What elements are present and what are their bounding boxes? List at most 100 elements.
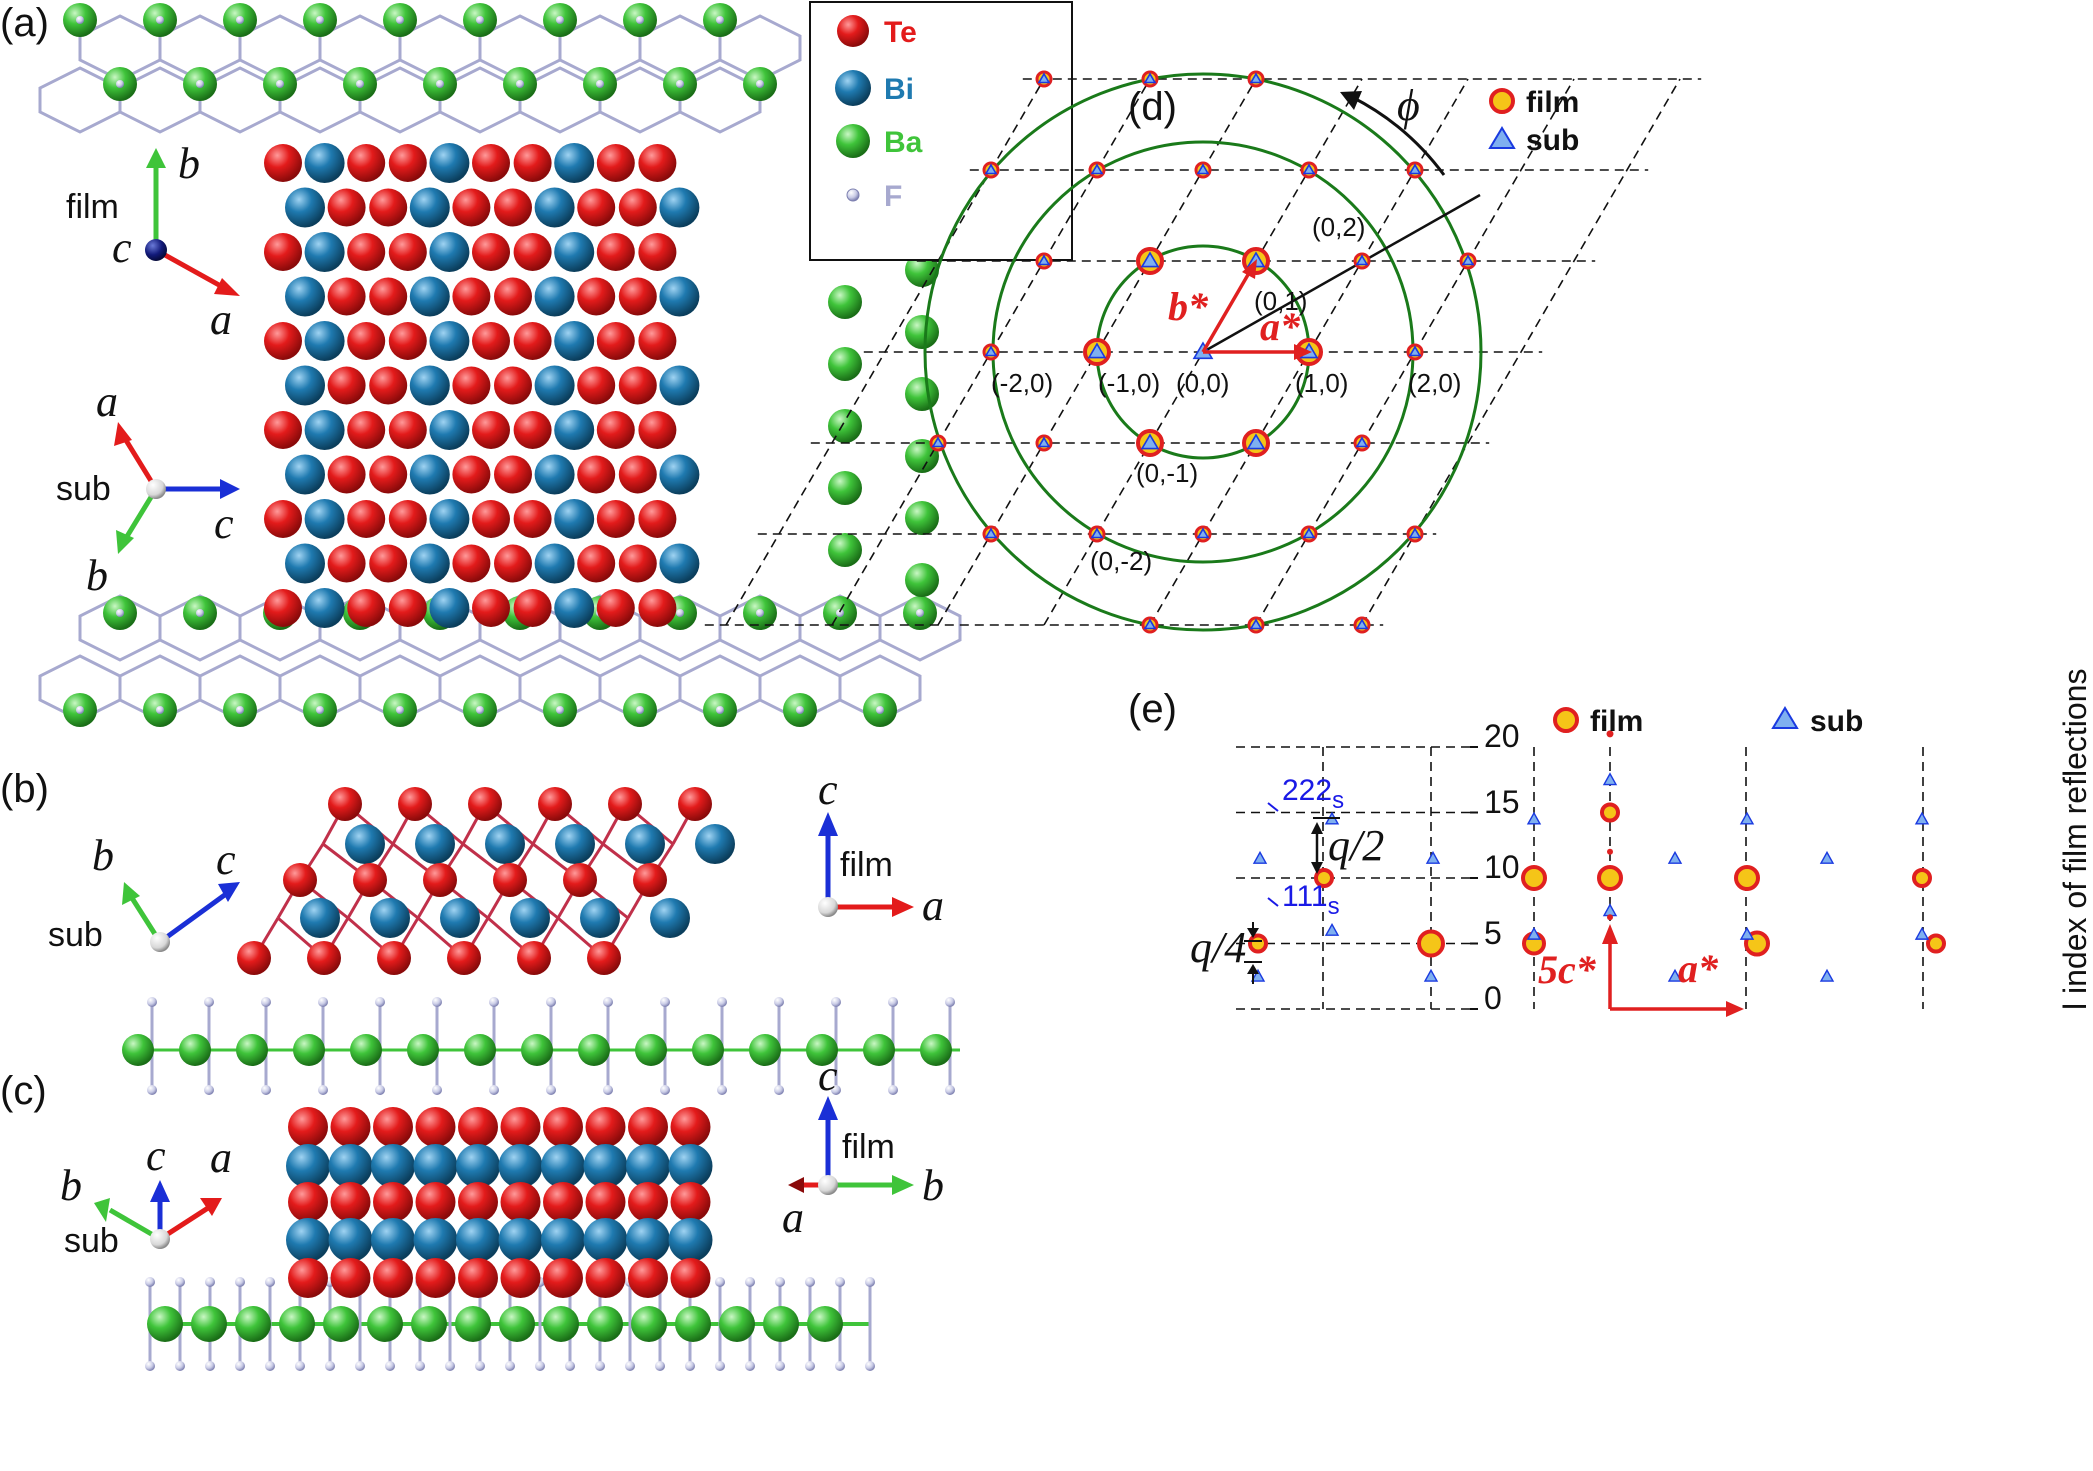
te-atom <box>472 233 510 271</box>
sub-reflection <box>1249 72 1263 84</box>
bi-atom <box>328 1144 373 1188</box>
te-atom <box>330 1258 371 1298</box>
panel-b: (b) b c sub c film a <box>0 765 960 1095</box>
f-atom <box>716 16 724 24</box>
sub-reflection <box>1408 527 1422 539</box>
ba-atom <box>122 1034 154 1066</box>
te-atom <box>369 277 408 316</box>
legend-e-sub: sub <box>1810 705 1863 738</box>
te-atom <box>347 144 386 182</box>
te-atom <box>596 322 635 360</box>
te-atom <box>577 277 616 316</box>
ba-atom <box>631 1306 667 1342</box>
bi-atom <box>304 143 345 183</box>
rod-grid <box>1236 746 1924 1010</box>
hkl-2-0: (2,0) <box>1408 368 1461 398</box>
te-atom <box>328 787 362 821</box>
film-reflection <box>1248 933 1268 954</box>
te-atom <box>327 366 366 405</box>
film-reflection <box>1521 865 1547 891</box>
te-atom <box>264 233 302 271</box>
te-atom <box>423 863 457 897</box>
te-atom <box>513 144 552 182</box>
te-atom <box>513 500 552 538</box>
ba-atom <box>350 1034 382 1066</box>
bi-atom <box>304 321 345 361</box>
te-atom <box>452 277 491 316</box>
bi-atom <box>285 365 325 406</box>
te-atom <box>353 863 387 897</box>
ba-atom <box>367 1306 403 1342</box>
ytick-15: 15 <box>1484 784 1520 820</box>
te-atom <box>500 1182 541 1222</box>
sub-reflection <box>1355 436 1369 448</box>
bi-atom <box>583 1218 628 1262</box>
te-atom <box>415 1182 456 1222</box>
bi-atom <box>485 824 525 864</box>
te-atom <box>513 322 552 360</box>
film-reflection <box>1912 868 1932 888</box>
te-atom <box>264 322 302 360</box>
f-atom <box>76 16 84 24</box>
f-atom <box>318 997 328 1007</box>
ba-atom <box>179 1034 211 1066</box>
sub-reflection <box>1667 850 1683 864</box>
f-atom <box>236 16 244 24</box>
f-atom <box>145 1361 155 1371</box>
sub-axes-c: b c a sub <box>60 1131 232 1260</box>
te-atom <box>468 787 502 821</box>
bi-atom <box>534 454 575 495</box>
te-atom <box>458 1258 498 1298</box>
bi-atom <box>286 1144 330 1188</box>
ba-atom <box>905 315 939 349</box>
f-atom <box>865 1361 875 1371</box>
bi-atom <box>554 321 595 361</box>
q-half-label: q/2 <box>1328 821 1384 870</box>
bi-atom <box>583 1144 628 1188</box>
te-atom <box>447 941 481 975</box>
sub-reflection <box>1526 811 1542 825</box>
te-atom <box>388 589 427 627</box>
f-atom <box>556 706 564 714</box>
sub-c-label-a: c <box>214 499 234 548</box>
f-atom <box>756 80 764 88</box>
f-atom <box>436 80 444 88</box>
ba-atom <box>235 1306 271 1342</box>
te-atom <box>415 1107 456 1147</box>
film-reflection <box>1600 802 1620 823</box>
film-label-b: film <box>840 846 893 884</box>
te-atom <box>543 1258 583 1298</box>
ba-atom <box>828 347 862 381</box>
te-atom <box>327 277 366 316</box>
bi-atom <box>554 410 595 450</box>
te-atom <box>513 233 552 271</box>
sub-reflection <box>1423 968 1439 982</box>
sub-label-b: sub <box>48 916 103 954</box>
f-atom <box>805 1361 815 1371</box>
sub-a-label-c: a <box>210 1133 232 1182</box>
sub-reflection <box>1250 968 1266 982</box>
te-atom <box>543 1107 583 1147</box>
sub-reflection <box>1246 433 1266 450</box>
sub-111-label: 111s <box>1282 880 1340 920</box>
bi-atom <box>440 898 480 938</box>
bi-atom <box>413 1144 458 1188</box>
sub-reflection <box>1819 968 1835 982</box>
c-star-label-e: 5c* <box>1538 947 1597 992</box>
f-atom <box>676 609 684 617</box>
bi-atom <box>285 543 325 584</box>
bi-atom <box>554 143 595 183</box>
te-atom <box>500 1258 541 1298</box>
bi-atom <box>541 1144 585 1188</box>
sub-b-label-c: b <box>60 1161 82 1210</box>
f-atom <box>831 1085 841 1095</box>
f-atom <box>375 1085 385 1095</box>
te-atom <box>347 233 386 271</box>
film-reflection <box>1606 730 1614 738</box>
panel-d-label: (d) <box>1128 85 1177 129</box>
te-atom <box>670 1107 711 1147</box>
te-atom <box>472 589 510 627</box>
f-atom <box>432 997 442 1007</box>
f-atom <box>835 1361 845 1371</box>
sub-reflection <box>1090 527 1104 539</box>
